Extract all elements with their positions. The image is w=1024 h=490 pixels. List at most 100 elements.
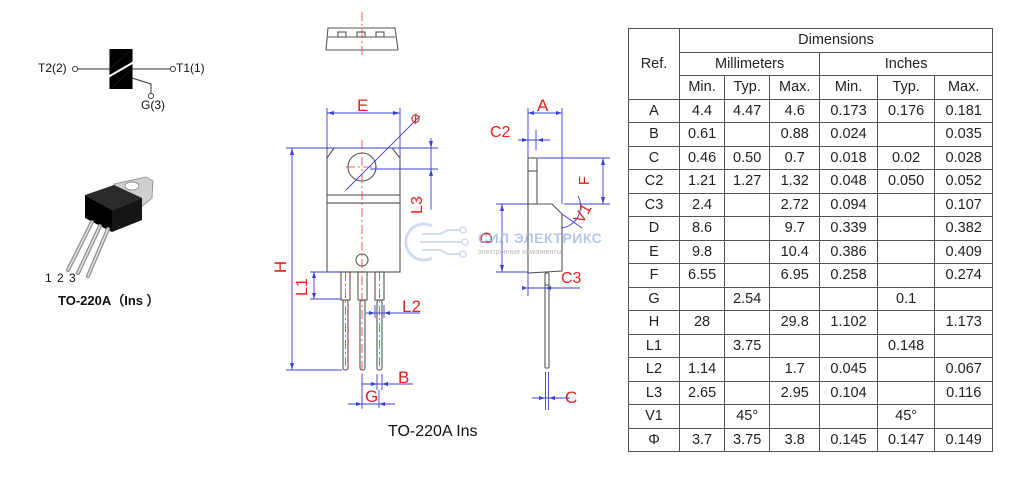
- value-cell-in-min: [819, 333, 878, 358]
- value-cell-mm-min: [678, 286, 726, 311]
- mm-min-header: Min.: [678, 75, 726, 100]
- mm-max-header: Max.: [769, 75, 821, 100]
- value-cell-mm-typ: 0.50: [724, 145, 771, 170]
- inches-header: Inches: [819, 51, 993, 76]
- ref-cell: C3: [628, 192, 680, 217]
- value-cell-mm-typ: [724, 310, 771, 335]
- value-cell-mm-min: 1.21: [678, 169, 726, 194]
- value-cell-in-typ: [876, 357, 936, 382]
- value-cell-in-typ: 0.050: [876, 169, 936, 194]
- dim-label-c2: C2: [490, 124, 511, 141]
- value-cell-mm-max: 1.7: [769, 357, 821, 382]
- value-cell-in-max: 0.181: [934, 98, 993, 123]
- front-dimensions: [286, 108, 438, 408]
- ref-cell: G: [628, 286, 680, 311]
- value-cell-in-min: 0.104: [819, 380, 878, 405]
- value-cell-in-min: 0.094: [819, 192, 878, 217]
- value-cell-in-typ: [876, 380, 936, 405]
- value-cell-mm-max: [769, 333, 821, 358]
- value-cell-mm-min: [678, 404, 726, 429]
- dim-label-c: C: [565, 388, 578, 407]
- mounting-hole: [124, 181, 140, 191]
- value-cell-mm-max: 6.95: [769, 263, 821, 288]
- value-cell-mm-typ: [724, 122, 771, 147]
- dim-label-f: F: [576, 175, 594, 186]
- package-body-front: [85, 195, 112, 232]
- value-cell-mm-min: 8.6: [678, 216, 726, 241]
- mm-typ-header: Typ.: [724, 75, 771, 100]
- terminal-gate-label: G(3): [141, 98, 165, 112]
- value-cell-in-min: 0.339: [819, 216, 878, 241]
- value-cell-mm-min: 4.4: [678, 98, 726, 123]
- value-cell-in-max: [934, 286, 993, 311]
- value-cell-mm-typ: 2.54: [724, 286, 771, 311]
- ref-cell: B: [628, 122, 680, 147]
- dimensions-header: Dimensions: [679, 28, 993, 53]
- ref-cell: L2: [628, 357, 680, 382]
- value-cell-in-min: [819, 404, 878, 429]
- value-cell-in-max: 0.067: [934, 357, 993, 382]
- ref-cell: Φ: [628, 427, 680, 452]
- value-cell-mm-typ: 3.75: [724, 427, 771, 452]
- value-cell-mm-max: 29.8: [769, 310, 821, 335]
- ref-cell: L3: [628, 380, 680, 405]
- value-cell-in-typ: 0.148: [876, 333, 936, 358]
- value-cell-in-min: 0.258: [819, 263, 878, 288]
- value-cell-in-max: 0.116: [934, 380, 993, 405]
- value-cell-in-typ: [876, 122, 936, 147]
- circuit-logo-icon: [404, 222, 469, 262]
- drawing-caption: TO-220A Ins: [388, 423, 478, 440]
- value-cell-mm-min: [678, 333, 726, 358]
- value-cell-in-max: 0.382: [934, 216, 993, 241]
- value-cell-mm-max: 2.72: [769, 192, 821, 217]
- dim-label-g: G: [365, 387, 379, 406]
- value-cell-in-typ: 0.147: [876, 427, 936, 452]
- value-cell-in-max: [934, 333, 993, 358]
- value-cell-in-typ: 0.176: [876, 98, 936, 123]
- value-cell-in-min: 0.173: [819, 98, 878, 123]
- front-view: [326, 140, 401, 410]
- ref-cell: A: [628, 98, 680, 123]
- value-cell-in-typ: 0.02: [876, 145, 936, 170]
- value-cell-mm-max: 9.7: [769, 216, 821, 241]
- value-cell-in-min: 0.386: [819, 239, 878, 264]
- ref-cell: F: [628, 263, 680, 288]
- value-cell-in-typ: [876, 239, 936, 264]
- ref-cell: C2: [628, 169, 680, 194]
- value-cell-in-min: [819, 286, 878, 311]
- value-cell-mm-max: 10.4: [769, 239, 821, 264]
- dim-label-l3: L3: [408, 196, 426, 214]
- value-cell-in-min: 1.102: [819, 310, 878, 335]
- dim-label-l1: L1: [293, 278, 311, 296]
- value-cell-mm-typ: [724, 357, 771, 382]
- value-cell-mm-max: 4.6: [769, 98, 821, 123]
- value-cell-in-max: 0.107: [934, 192, 993, 217]
- ref-header: Ref.: [628, 28, 680, 100]
- value-cell-in-typ: 0.1: [876, 286, 936, 311]
- dimensions-table: Ref. Dimensions Millimeters Inches Min. …: [628, 28, 993, 452]
- in-max-header: Max.: [934, 75, 993, 100]
- dim-label-c3: C3: [561, 270, 582, 287]
- watermark-title: СИЛ ЭЛЕКТРИКС: [478, 230, 603, 246]
- dim-label-e: E: [357, 96, 369, 115]
- table-header-row: Ref. Dimensions: [628, 28, 993, 100]
- triac-symbol-graphic: [71, 49, 177, 100]
- value-cell-mm-typ: 3.75: [724, 333, 771, 358]
- value-cell-mm-min: 9.8: [678, 239, 726, 264]
- value-cell-in-max: 0.035: [934, 122, 993, 147]
- package-body-top: [85, 185, 142, 210]
- terminal-t2-label: T2(2): [38, 61, 67, 75]
- value-cell-mm-typ: [724, 263, 771, 288]
- ref-cell: V1: [628, 404, 680, 429]
- value-cell-in-min: 0.018: [819, 145, 878, 170]
- value-cell-in-typ: [876, 192, 936, 217]
- millimeters-header: Millimeters: [678, 51, 821, 76]
- value-cell-mm-typ: [724, 239, 771, 264]
- value-cell-mm-min: 28: [678, 310, 726, 335]
